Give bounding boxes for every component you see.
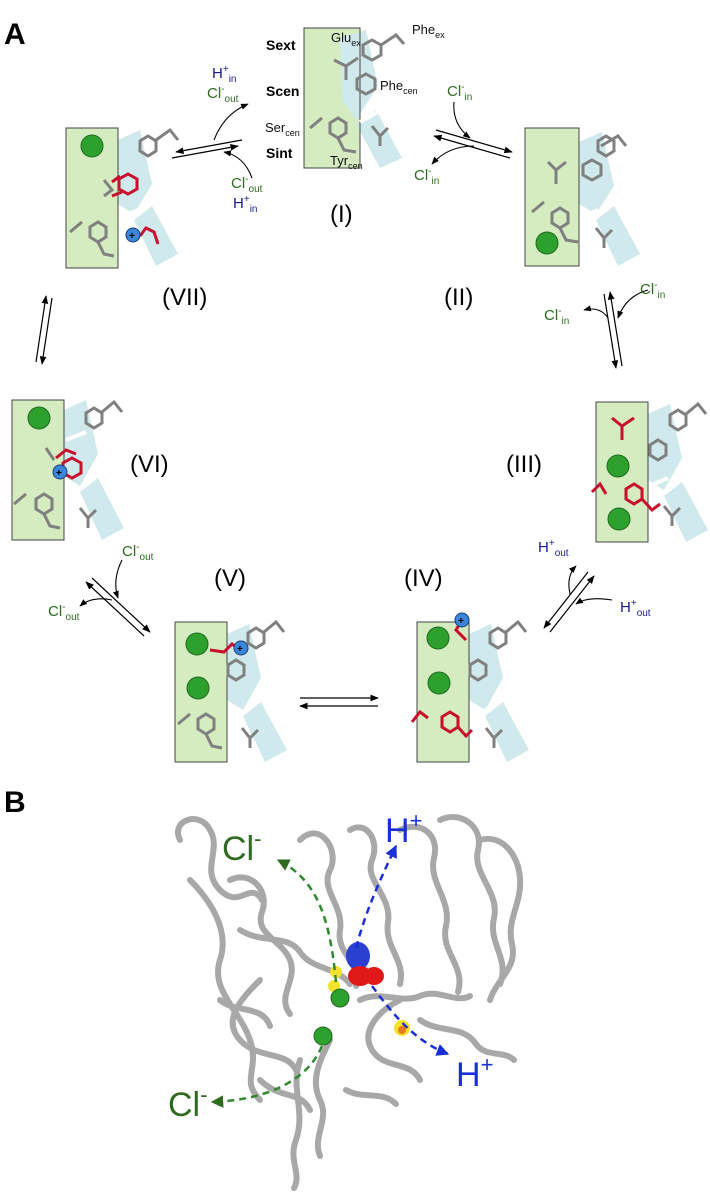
transfer-arrow-ii-bind bbox=[453, 101, 471, 139]
chloride-ion bbox=[80, 134, 104, 158]
state-label-vi: (VI) bbox=[130, 451, 169, 478]
proton-marker bbox=[125, 227, 141, 243]
label-h-right-structure: H+ bbox=[456, 1052, 493, 1094]
state-iv-diagram: + bbox=[410, 612, 529, 763]
transfer-arrow-iii-release bbox=[583, 305, 609, 319]
svg-text:+: + bbox=[129, 231, 135, 242]
chloride-pathway-top bbox=[276, 858, 338, 983]
state-vii-diagram: + bbox=[65, 127, 180, 269]
label-phe-cen: Phecen bbox=[380, 78, 418, 96]
helix-residue bbox=[370, 125, 390, 146]
blue-helix-upper bbox=[340, 30, 378, 120]
transfer-arrow-vii-bind bbox=[223, 150, 253, 179]
label-ser-cen: Sercen bbox=[265, 120, 300, 138]
equilibrium-arrow-ii-iii bbox=[603, 291, 623, 369]
phe-ex-tail bbox=[380, 33, 406, 47]
panel-b-letter: B bbox=[4, 786, 26, 819]
site-label-sint: Sint bbox=[266, 145, 293, 161]
glutamate-blue-residue bbox=[346, 942, 370, 970]
state-ii-diagram bbox=[524, 127, 640, 267]
proton-marker bbox=[52, 464, 68, 480]
chloride-ion bbox=[185, 632, 209, 656]
proton-pathway-top bbox=[354, 844, 398, 949]
label-cl-bottom-structure: Cl- bbox=[168, 1082, 207, 1124]
orange-residue bbox=[398, 1026, 406, 1034]
ser-cen-residue bbox=[309, 116, 323, 130]
equilibrium-arrow-v-vi bbox=[85, 577, 151, 637]
glu-ex-residue bbox=[333, 56, 359, 80]
state-label-ii: (II) bbox=[444, 284, 473, 311]
ion-label-h-out-iv-top: H+out bbox=[538, 538, 569, 559]
state-label-iv: (IV) bbox=[404, 565, 443, 592]
svg-text:+: + bbox=[237, 644, 243, 655]
proton-marker bbox=[233, 640, 249, 656]
label-tyr-cen: Tyrcen bbox=[330, 153, 363, 171]
chloride-sphere bbox=[330, 988, 350, 1008]
equilibrium-arrow-vi-vii bbox=[35, 295, 53, 365]
ion-label-cl-out-top: Cl-out bbox=[207, 84, 239, 105]
state-vi-diagram: + bbox=[11, 399, 124, 541]
state-i-diagram bbox=[303, 27, 406, 169]
transfer-arrow-iii-bind bbox=[617, 289, 649, 319]
label-phe-ex: Pheex bbox=[412, 22, 445, 40]
ion-label-cl-out-vii: Cl-out bbox=[231, 174, 263, 195]
phe-cen-ring bbox=[355, 72, 377, 96]
chloride-ion bbox=[607, 507, 631, 531]
state-label-iii: (III) bbox=[506, 451, 542, 478]
equilibrium-arrow-i-ii bbox=[433, 129, 513, 159]
chloride-ion bbox=[606, 454, 630, 478]
ion-label-h-in-top: H+in bbox=[212, 64, 236, 85]
site-label-sext: Sext bbox=[266, 37, 296, 53]
ion-label-cl-in-ii-bottom: Cl-in bbox=[414, 166, 439, 187]
chloride-ion bbox=[426, 626, 450, 650]
svg-text:+: + bbox=[458, 616, 464, 627]
yellow-residue bbox=[330, 966, 342, 978]
tyr-cen-tail bbox=[336, 137, 357, 154]
ion-label-cl-in-iii-left: Cl-in bbox=[544, 306, 569, 327]
transfer-arrow-ii-release bbox=[431, 145, 475, 165]
transfer-arrow-vii-release bbox=[213, 103, 249, 141]
white-gap bbox=[359, 110, 379, 124]
chloride-pathway-bottom bbox=[210, 1045, 324, 1108]
svg-text:+: + bbox=[56, 468, 62, 479]
state-v-diagram: + bbox=[174, 619, 287, 763]
transfer-arrow-iv-release bbox=[568, 565, 577, 595]
ion-label-h-out-iv-bottom: H+out bbox=[620, 598, 651, 619]
chloride-ion bbox=[186, 676, 210, 700]
ion-label-cl-out-vi-bottom: Cl-out bbox=[48, 602, 80, 623]
ion-label-cl-in-iii-right: Cl-in bbox=[640, 280, 665, 301]
equilibrium-arrow-iii-iv bbox=[543, 571, 595, 633]
transfer-arrow-vi-release bbox=[79, 598, 113, 607]
chloride-ion bbox=[27, 406, 51, 430]
state-iii-diagram bbox=[590, 401, 708, 543]
transfer-arrow-vi-bind bbox=[112, 559, 123, 599]
site-label-scen: Scen bbox=[266, 83, 299, 99]
label-cl-top-structure: Cl- bbox=[222, 826, 261, 868]
ion-label-cl-in-ii-top: Cl-in bbox=[447, 82, 472, 103]
ion-label-h-in-vii: H+in bbox=[233, 194, 257, 215]
state-label-vii: (VII) bbox=[162, 284, 207, 311]
label-glu-ex: Gluex bbox=[331, 30, 361, 48]
panel-a-letter: A bbox=[4, 18, 26, 51]
transfer-arrow-iv-bind bbox=[575, 597, 613, 605]
state-label-i: (I) bbox=[330, 201, 353, 228]
chloride-ion bbox=[427, 671, 451, 695]
proton-marker bbox=[454, 612, 470, 628]
state-label-v: (V) bbox=[214, 565, 246, 592]
label-h-top-structure: H+ bbox=[385, 808, 422, 850]
equilibrium-arrow-iv-v bbox=[299, 694, 379, 710]
proton-pathway-right bbox=[370, 985, 450, 1056]
protein-ribbon-structure bbox=[175, 813, 524, 1191]
chloride-sphere bbox=[313, 1026, 333, 1046]
equilibrium-arrow-i-vii bbox=[171, 139, 243, 159]
chloride-ion bbox=[535, 231, 559, 255]
ion-label-cl-out-vi-top: Cl-out bbox=[122, 542, 154, 563]
tyrosine-red-residue-2 bbox=[364, 967, 384, 985]
